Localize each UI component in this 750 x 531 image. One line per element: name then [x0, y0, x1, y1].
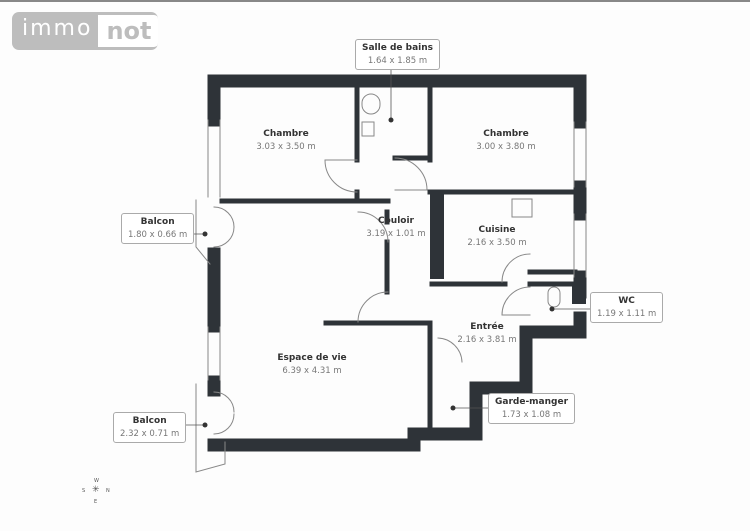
room-name: Entrée: [470, 322, 504, 332]
room-entree: Entrée 2.16 x 3.81 m: [457, 322, 516, 345]
room-chambre-1: Chambre 3.03 x 3.50 m: [256, 129, 315, 152]
compass-e: E: [94, 499, 98, 505]
callout-dimensions: 1.80 x 0.66 m: [128, 230, 188, 240]
room-chambre-2: Chambre 3.00 x 3.80 m: [476, 129, 535, 152]
compass-rose-icon: W S N E ✳: [82, 478, 110, 505]
callout-dimensions: 1.19 x 1.11 m: [597, 309, 657, 319]
callout-garde-manger: Garde-manger 1.73 x 1.08 m: [488, 393, 576, 424]
room-name: Chambre: [483, 129, 529, 139]
callout-name: Garde-manger: [495, 397, 569, 407]
room-name: Chambre: [263, 129, 309, 139]
callout-name: Salle de bains: [362, 43, 434, 53]
callout-name: Balcon: [132, 416, 167, 426]
callout-salle-de-bains: Salle de bains 1.64 x 1.85 m: [355, 39, 441, 70]
callout-dimensions: 1.73 x 1.08 m: [501, 410, 562, 420]
logo-text-not: not: [98, 15, 158, 47]
callout-dimensions: 2.32 x 0.71 m: [120, 429, 180, 439]
compass-s: S: [82, 488, 86, 494]
room-dimensions: 3.00 x 3.80 m: [476, 142, 536, 152]
room-couloir: Couloir 3.19 x 1.01 m: [366, 216, 425, 239]
callout-balcon-1: Balcon 1.80 x 0.66 m: [121, 213, 195, 244]
room-cuisine: Cuisine 2.16 x 3.50 m: [467, 225, 526, 248]
room-dimensions: 2.16 x 3.50 m: [467, 238, 527, 248]
room-dimensions: 3.03 x 3.50 m: [256, 142, 316, 152]
callout-dimensions: 1.64 x 1.85 m: [367, 56, 428, 66]
room-dimensions: 6.39 x 4.31 m: [282, 366, 342, 376]
compass-w: W: [94, 478, 99, 484]
logo-text-immo: immo: [22, 16, 93, 41]
room-name: Espace de vie: [277, 353, 347, 363]
room-name: Cuisine: [478, 225, 516, 235]
windows-and-fixtures: [195, 93, 587, 473]
room-dimensions: 2.16 x 3.81 m: [457, 335, 517, 345]
immonot-logo: immo not: [12, 12, 158, 50]
room-dimensions: 3.19 x 1.01 m: [366, 229, 426, 239]
room-name: Couloir: [378, 216, 414, 226]
callout-name: WC: [618, 296, 635, 306]
callout-wc: WC 1.19 x 1.11 m: [590, 292, 664, 323]
callout-name: Balcon: [140, 217, 175, 227]
callout-balcon-2: Balcon 2.32 x 0.71 m: [113, 412, 187, 443]
compass-n: N: [106, 488, 110, 494]
room-espace-de-vie: Espace de vie 6.39 x 4.31 m: [277, 353, 346, 376]
interior-walls: [219, 85, 578, 435]
